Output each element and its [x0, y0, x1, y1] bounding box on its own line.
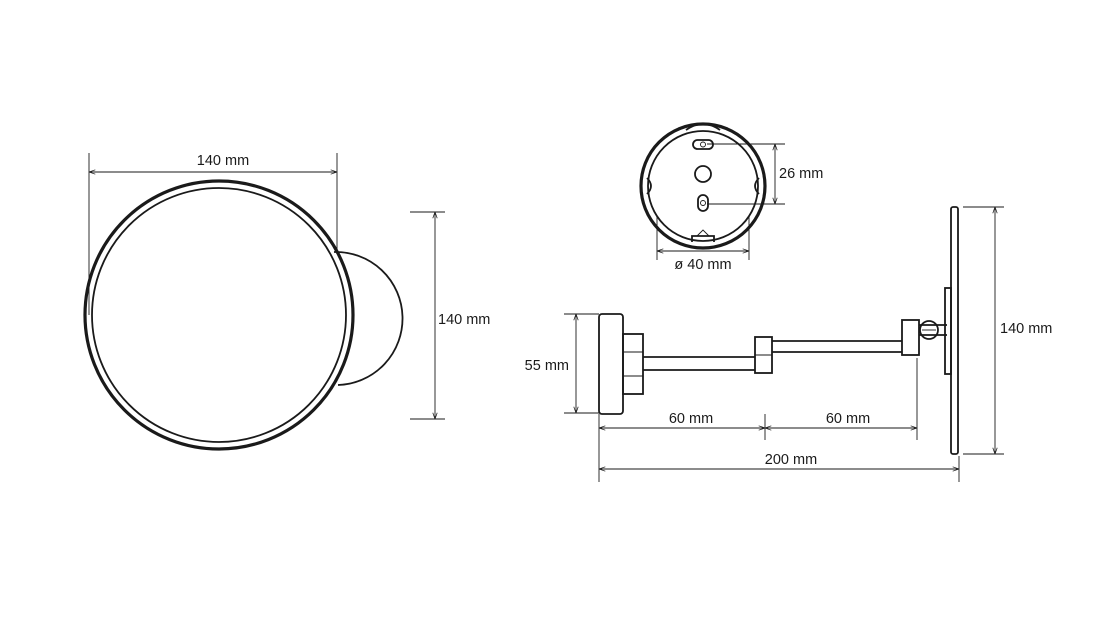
mirror-profile: [950, 206, 959, 455]
back-plate-view: 26 mm ø 40 mm: [639, 122, 823, 273]
side-view: 55 mm 60 mm 60 mm 200 mm 140 mm: [525, 206, 1052, 482]
mirror-joint: [901, 319, 920, 356]
screw-spacing-label: 26 mm: [779, 166, 823, 182]
front-width-label: 140 mm: [197, 153, 249, 169]
mirror-height-label: 140 mm: [1000, 321, 1052, 337]
front-width-dimension: 140 mm: [88, 153, 338, 315]
mirror-outer-rim: [83, 179, 355, 451]
left-notch: [646, 177, 652, 195]
top-screw-slot: [692, 139, 714, 150]
bottom-notch: [691, 235, 715, 242]
wall-base: [598, 313, 624, 415]
mirror-height-dimension: 140 mm: [963, 206, 1052, 455]
arm-segment-1-label: 60 mm: [669, 411, 713, 427]
front-view: 140 mm 140 mm: [83, 153, 490, 451]
bottom-notch-mark: [696, 229, 710, 237]
front-height-dimension: 140 mm: [410, 211, 490, 420]
center-hole: [694, 165, 712, 183]
wall-mount-disc: [333, 251, 404, 386]
total-length-label: 200 mm: [765, 452, 817, 468]
plate-diameter-label: ø 40 mm: [674, 257, 731, 273]
front-height-label: 140 mm: [438, 312, 490, 328]
screw-spacing-dimension: 26 mm: [707, 143, 823, 205]
bottom-screw-slot: [697, 194, 709, 212]
base-height-label: 55 mm: [525, 358, 569, 374]
base-height-dimension: 55 mm: [525, 313, 599, 414]
back-plate-inner: [647, 130, 759, 242]
base-nut: [622, 333, 644, 395]
arm-segments-dimension: 60 mm 60 mm: [598, 358, 918, 440]
plate-diameter-dimension: ø 40 mm: [656, 215, 750, 273]
top-notch: [685, 123, 721, 131]
mirror-inner-rim: [91, 187, 347, 443]
arm-segment-2-label: 60 mm: [826, 411, 870, 427]
swivel-knob: [919, 320, 939, 340]
total-length-dimension: 200 mm: [598, 440, 960, 482]
right-notch: [754, 177, 760, 195]
